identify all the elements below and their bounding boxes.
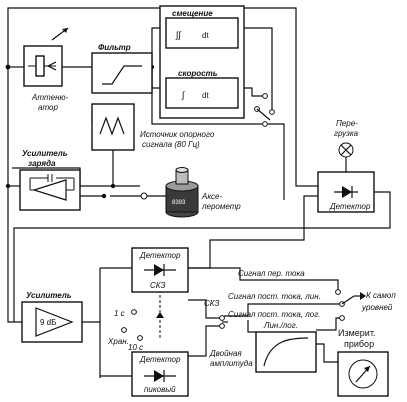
rms-label: СКЗ: [150, 281, 165, 290]
filter-block: Фильтр: [91, 43, 153, 94]
meter-block: Измерит. прибор: [337, 328, 389, 397]
overload-label: Пере-: [336, 119, 358, 128]
lin-log-block: Лин./лог.: [255, 321, 317, 373]
output-signals: Сигнал пер. тока Сигнал пост. тока, лин.…: [228, 269, 396, 321]
time-switch: 1 с Хран. 10 с: [107, 280, 164, 352]
reference-source-label: Источник опорного: [140, 130, 215, 139]
meter-label-2: прибор: [344, 339, 374, 349]
dc-log-label: Сигнал пост. тока, лог.: [228, 310, 320, 319]
overload-label-2: грузка: [334, 129, 359, 138]
detector-peak-block: Детектор пиковый: [131, 351, 189, 397]
reference-source-block: Источник опорного сигнала (80 Гц): [91, 103, 215, 189]
filter-label: Фильтр: [98, 43, 131, 52]
detector-right-block: Детектор: [13, 171, 391, 240]
amplifier-label: Усилитель: [26, 291, 72, 300]
detector-bottom-label: Детектор: [139, 355, 181, 364]
ac-signal-label: Сигнал пер. тока: [238, 269, 305, 278]
velocity-label: скорость: [178, 69, 218, 78]
to-recorder-label: К самоп: [366, 291, 396, 300]
charge-amp-label-2: заряда: [28, 159, 56, 168]
mode-switch: СКЗ Двойная амплитуда: [204, 299, 253, 368]
detector-rms-block: Детектор СКЗ: [131, 247, 189, 293]
detector-right-label: Детектор: [329, 202, 371, 211]
reference-source-label-2: сигнала (80 Гц): [142, 140, 200, 149]
sensor-code: 8393: [172, 200, 186, 206]
accelerometer-label-2: лерометр: [201, 202, 241, 211]
accelerometer-label: Аксе-: [201, 192, 222, 201]
to-recorder-label-2: уровней: [361, 303, 393, 312]
hold-label: Хран.: [107, 337, 129, 346]
integrator-group: смещение ∫∫ dt скорость ∫ dt: [159, 5, 245, 119]
double-amplitude-label: Двойная: [209, 349, 242, 358]
dt-label-1: dt: [202, 31, 209, 40]
charge-amplifier-block: Усилитель заряда: [19, 149, 148, 211]
attenuator-block: Аттеню- атор: [23, 27, 69, 112]
rms-out-label: СКЗ: [204, 299, 219, 308]
accelerometer-sensor: 8393 Аксе- лерометр: [147, 167, 241, 218]
charge-amp-label: Усилитель: [22, 149, 68, 158]
amplifier-gain: 9 dБ: [40, 318, 56, 327]
svg-text:∫: ∫: [181, 90, 186, 100]
meter-label: Измерит.: [338, 328, 375, 338]
dt-label-2: dt: [202, 91, 209, 100]
overload-indicator: Пере- грузка: [334, 119, 359, 172]
time-1s-label: 1 с: [114, 309, 125, 318]
attenuator-label-2: атор: [38, 103, 58, 112]
lower-wiring: [7, 195, 340, 378]
peak-label: пиковый: [144, 385, 176, 394]
double-amplitude-label-2: амплитуда: [210, 359, 253, 368]
detector-top-label: Детектор: [139, 251, 181, 260]
time-10s-label: 10 с: [128, 343, 143, 352]
dc-lin-label: Сигнал пост. тока, лин.: [228, 292, 321, 301]
lin-log-label: Лин./лог.: [263, 321, 298, 330]
svg-text:∫∫: ∫∫: [175, 30, 182, 40]
displacement-label: смещение: [172, 9, 213, 18]
attenuator-label: Аттеню-: [31, 93, 69, 102]
amplifier-block: Усилитель 9 dБ: [21, 291, 83, 343]
